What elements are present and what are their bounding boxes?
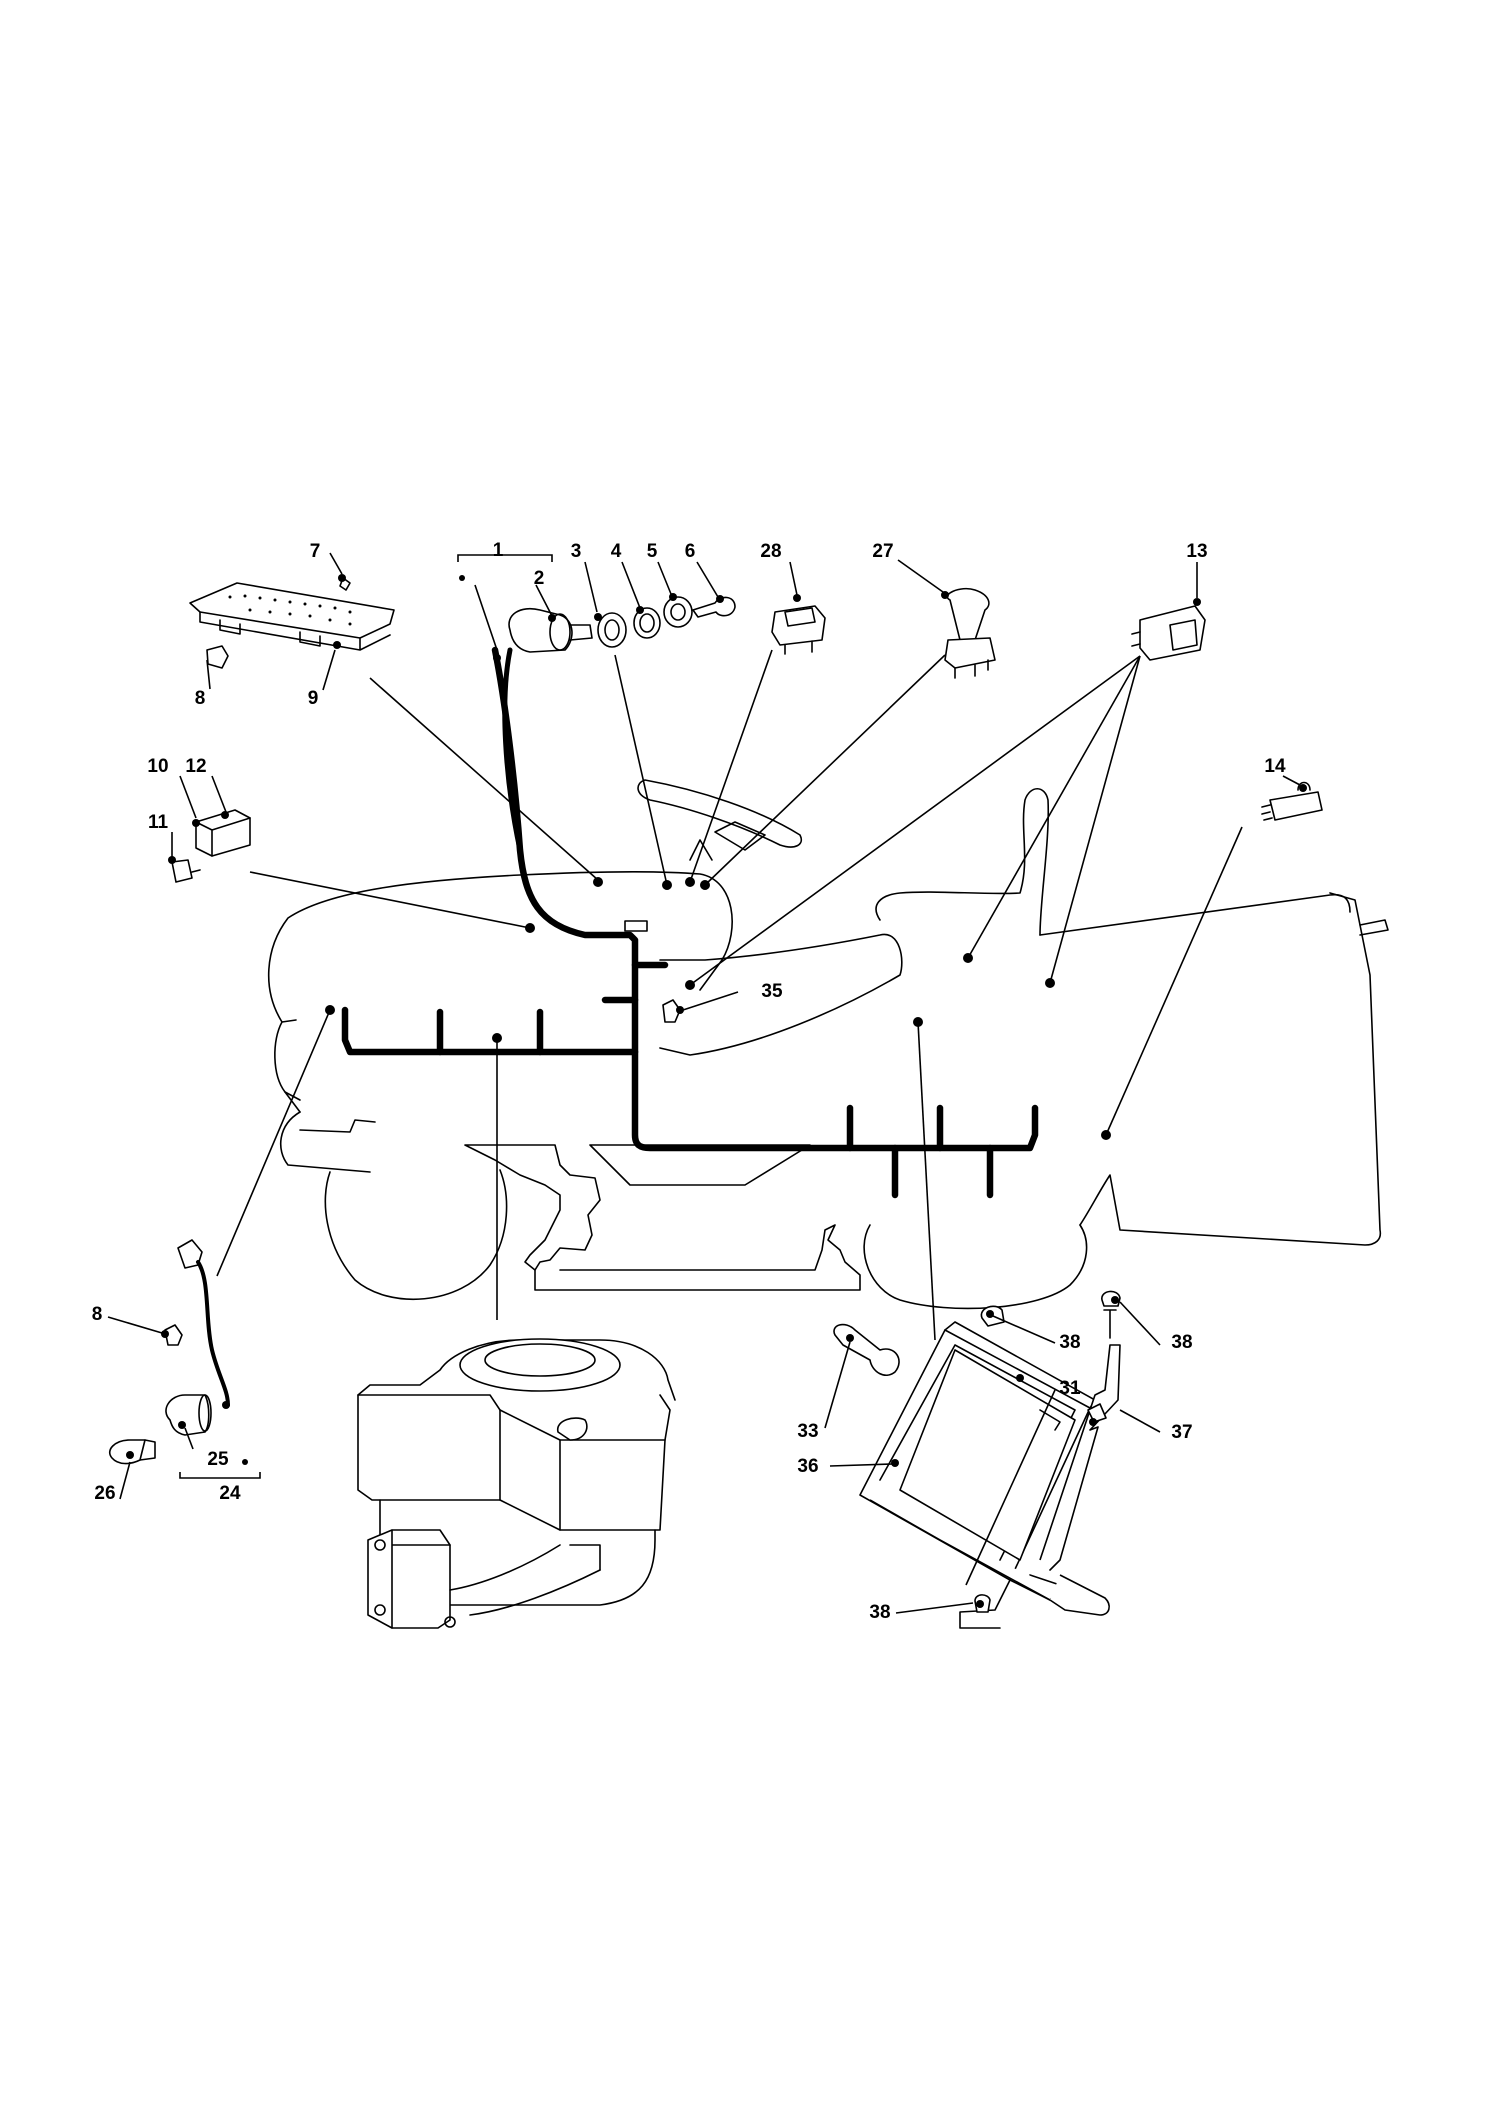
wiring-harness <box>341 646 1039 1199</box>
callout-12: 12 <box>185 756 206 777</box>
callout-2: 2 <box>534 568 545 589</box>
callout-6: 6 <box>685 541 696 562</box>
tractor-outline <box>267 779 1389 1310</box>
callout-5: 5 <box>647 541 658 562</box>
board-dots <box>228 594 352 626</box>
leader-lines <box>107 552 1301 1614</box>
callout-31: 31 <box>1059 1378 1081 1399</box>
callout-1: 1 <box>493 540 504 561</box>
callout-10: 10 <box>147 756 168 777</box>
push-button <box>941 587 996 679</box>
junction-dots <box>325 877 1111 1140</box>
callout-4: 4 <box>611 541 622 562</box>
control-board <box>189 574 395 669</box>
safety-switch <box>1131 598 1206 661</box>
battery-assembly <box>833 1290 1121 1629</box>
callout-26: 26 <box>94 1483 115 1504</box>
callout-38-bracket: 38 <box>1171 1332 1192 1353</box>
headlight-assembly <box>108 1239 248 1465</box>
callout-11: 11 <box>148 812 169 833</box>
callout-14: 14 <box>1264 756 1286 777</box>
callout-37: 37 <box>1171 1422 1192 1443</box>
cable-clip <box>662 999 684 1023</box>
relay <box>168 809 251 883</box>
harness-connector <box>624 920 648 932</box>
callout-35: 35 <box>761 981 783 1002</box>
callout-27: 27 <box>872 541 893 562</box>
callout-13: 13 <box>1186 541 1207 562</box>
engine <box>357 1338 676 1629</box>
callout-24: 24 <box>219 1483 241 1504</box>
callout-38-battery: 38 <box>1059 1332 1080 1353</box>
rocker-switch <box>771 594 826 655</box>
callout-36: 36 <box>797 1456 818 1477</box>
callout-9: 9 <box>308 688 319 709</box>
callout-labels: 1 2 3 4 5 6 7 8 9 10 11 12 13 14 28 27 3… <box>92 540 1286 1623</box>
callout-8-headlight: 8 <box>92 1304 103 1325</box>
callout-28: 28 <box>760 541 781 562</box>
callout-8-board: 8 <box>195 688 206 709</box>
callout-33: 33 <box>797 1421 818 1442</box>
callout-3: 3 <box>571 541 582 562</box>
ignition-switch <box>493 593 736 853</box>
callout-38-nut: 38 <box>869 1602 890 1623</box>
callout-7: 7 <box>310 541 321 562</box>
microswitch <box>1261 781 1323 821</box>
callout-25: 25 <box>207 1449 229 1470</box>
